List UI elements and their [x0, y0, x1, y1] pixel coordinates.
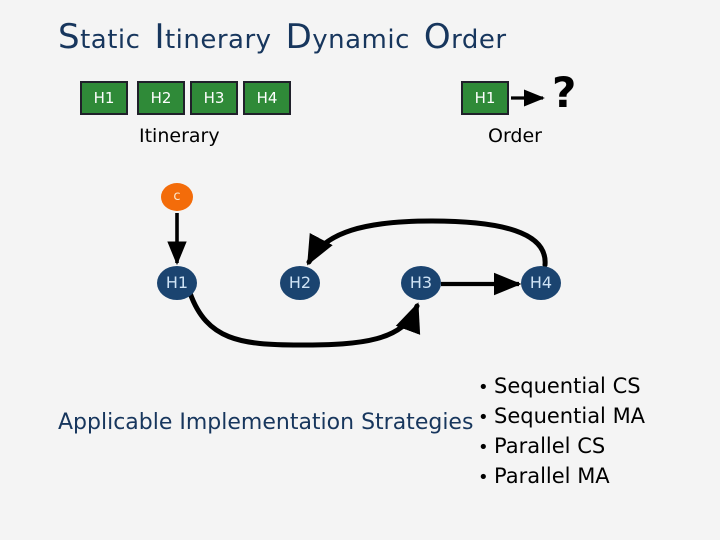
- bullet-glyph: •: [478, 407, 489, 428]
- bullet-glyph: •: [478, 437, 489, 458]
- title-rest-ynamic: ynamic: [312, 25, 410, 55]
- list-item[interactable]: •Sequential MA: [478, 402, 645, 432]
- graph-node-h4[interactable]: H4: [521, 266, 561, 300]
- title-word-dynamic: Dynamic: [286, 20, 410, 57]
- title-cap-o: O: [423, 17, 452, 57]
- itinerary-box-h3[interactable]: H3: [190, 81, 238, 115]
- title-word-static: Static: [58, 20, 140, 57]
- title-word-itinerary: Itinerary: [154, 20, 271, 57]
- title-rest-rder: rder: [451, 25, 507, 55]
- graph-node-h2[interactable]: H2: [280, 266, 320, 300]
- strategy-label-parallel-ma: Parallel MA: [494, 464, 610, 488]
- strategy-label-sequential-cs: Sequential CS: [494, 374, 641, 398]
- label-itinerary: Itinerary: [139, 125, 220, 147]
- title-cap-i: I: [154, 17, 165, 57]
- edge-h4-to-h2: [306, 218, 548, 268]
- list-item[interactable]: •Parallel CS: [478, 432, 645, 462]
- graph-node-h1[interactable]: H1: [157, 266, 197, 300]
- title-cap-d: D: [285, 17, 313, 57]
- strategy-list: •Sequential CS •Sequential MA •Parallel …: [478, 372, 645, 492]
- bullet-glyph: •: [478, 377, 489, 398]
- strategy-label-sequential-ma: Sequential MA: [494, 404, 646, 428]
- order-box-h1[interactable]: H1: [461, 81, 509, 115]
- graph-node-c[interactable]: c: [161, 183, 193, 211]
- itinerary-box-h1[interactable]: H1: [80, 81, 128, 115]
- list-item[interactable]: •Parallel MA: [478, 462, 645, 492]
- question-mark: ?: [552, 68, 577, 117]
- edge-h1-to-h3: [187, 290, 421, 348]
- page-title: Static Itinerary Dynamic Order: [58, 20, 521, 57]
- itinerary-box-h4[interactable]: H4: [243, 81, 291, 115]
- title-word-order: Order: [424, 20, 507, 57]
- graph-node-h3[interactable]: H3: [401, 266, 441, 300]
- bullet-glyph: •: [478, 467, 489, 488]
- label-order: Order: [488, 125, 542, 147]
- title-rest-tinerary: tinerary: [164, 25, 272, 55]
- caption-applicable-strategies: Applicable Implementation Strategies: [58, 410, 474, 435]
- itinerary-box-h2[interactable]: H2: [137, 81, 185, 115]
- title-rest-tatic: tatic: [80, 25, 141, 55]
- title-cap-s: S: [58, 17, 81, 57]
- list-item[interactable]: •Sequential CS: [478, 372, 645, 402]
- strategy-label-parallel-cs: Parallel CS: [494, 434, 606, 458]
